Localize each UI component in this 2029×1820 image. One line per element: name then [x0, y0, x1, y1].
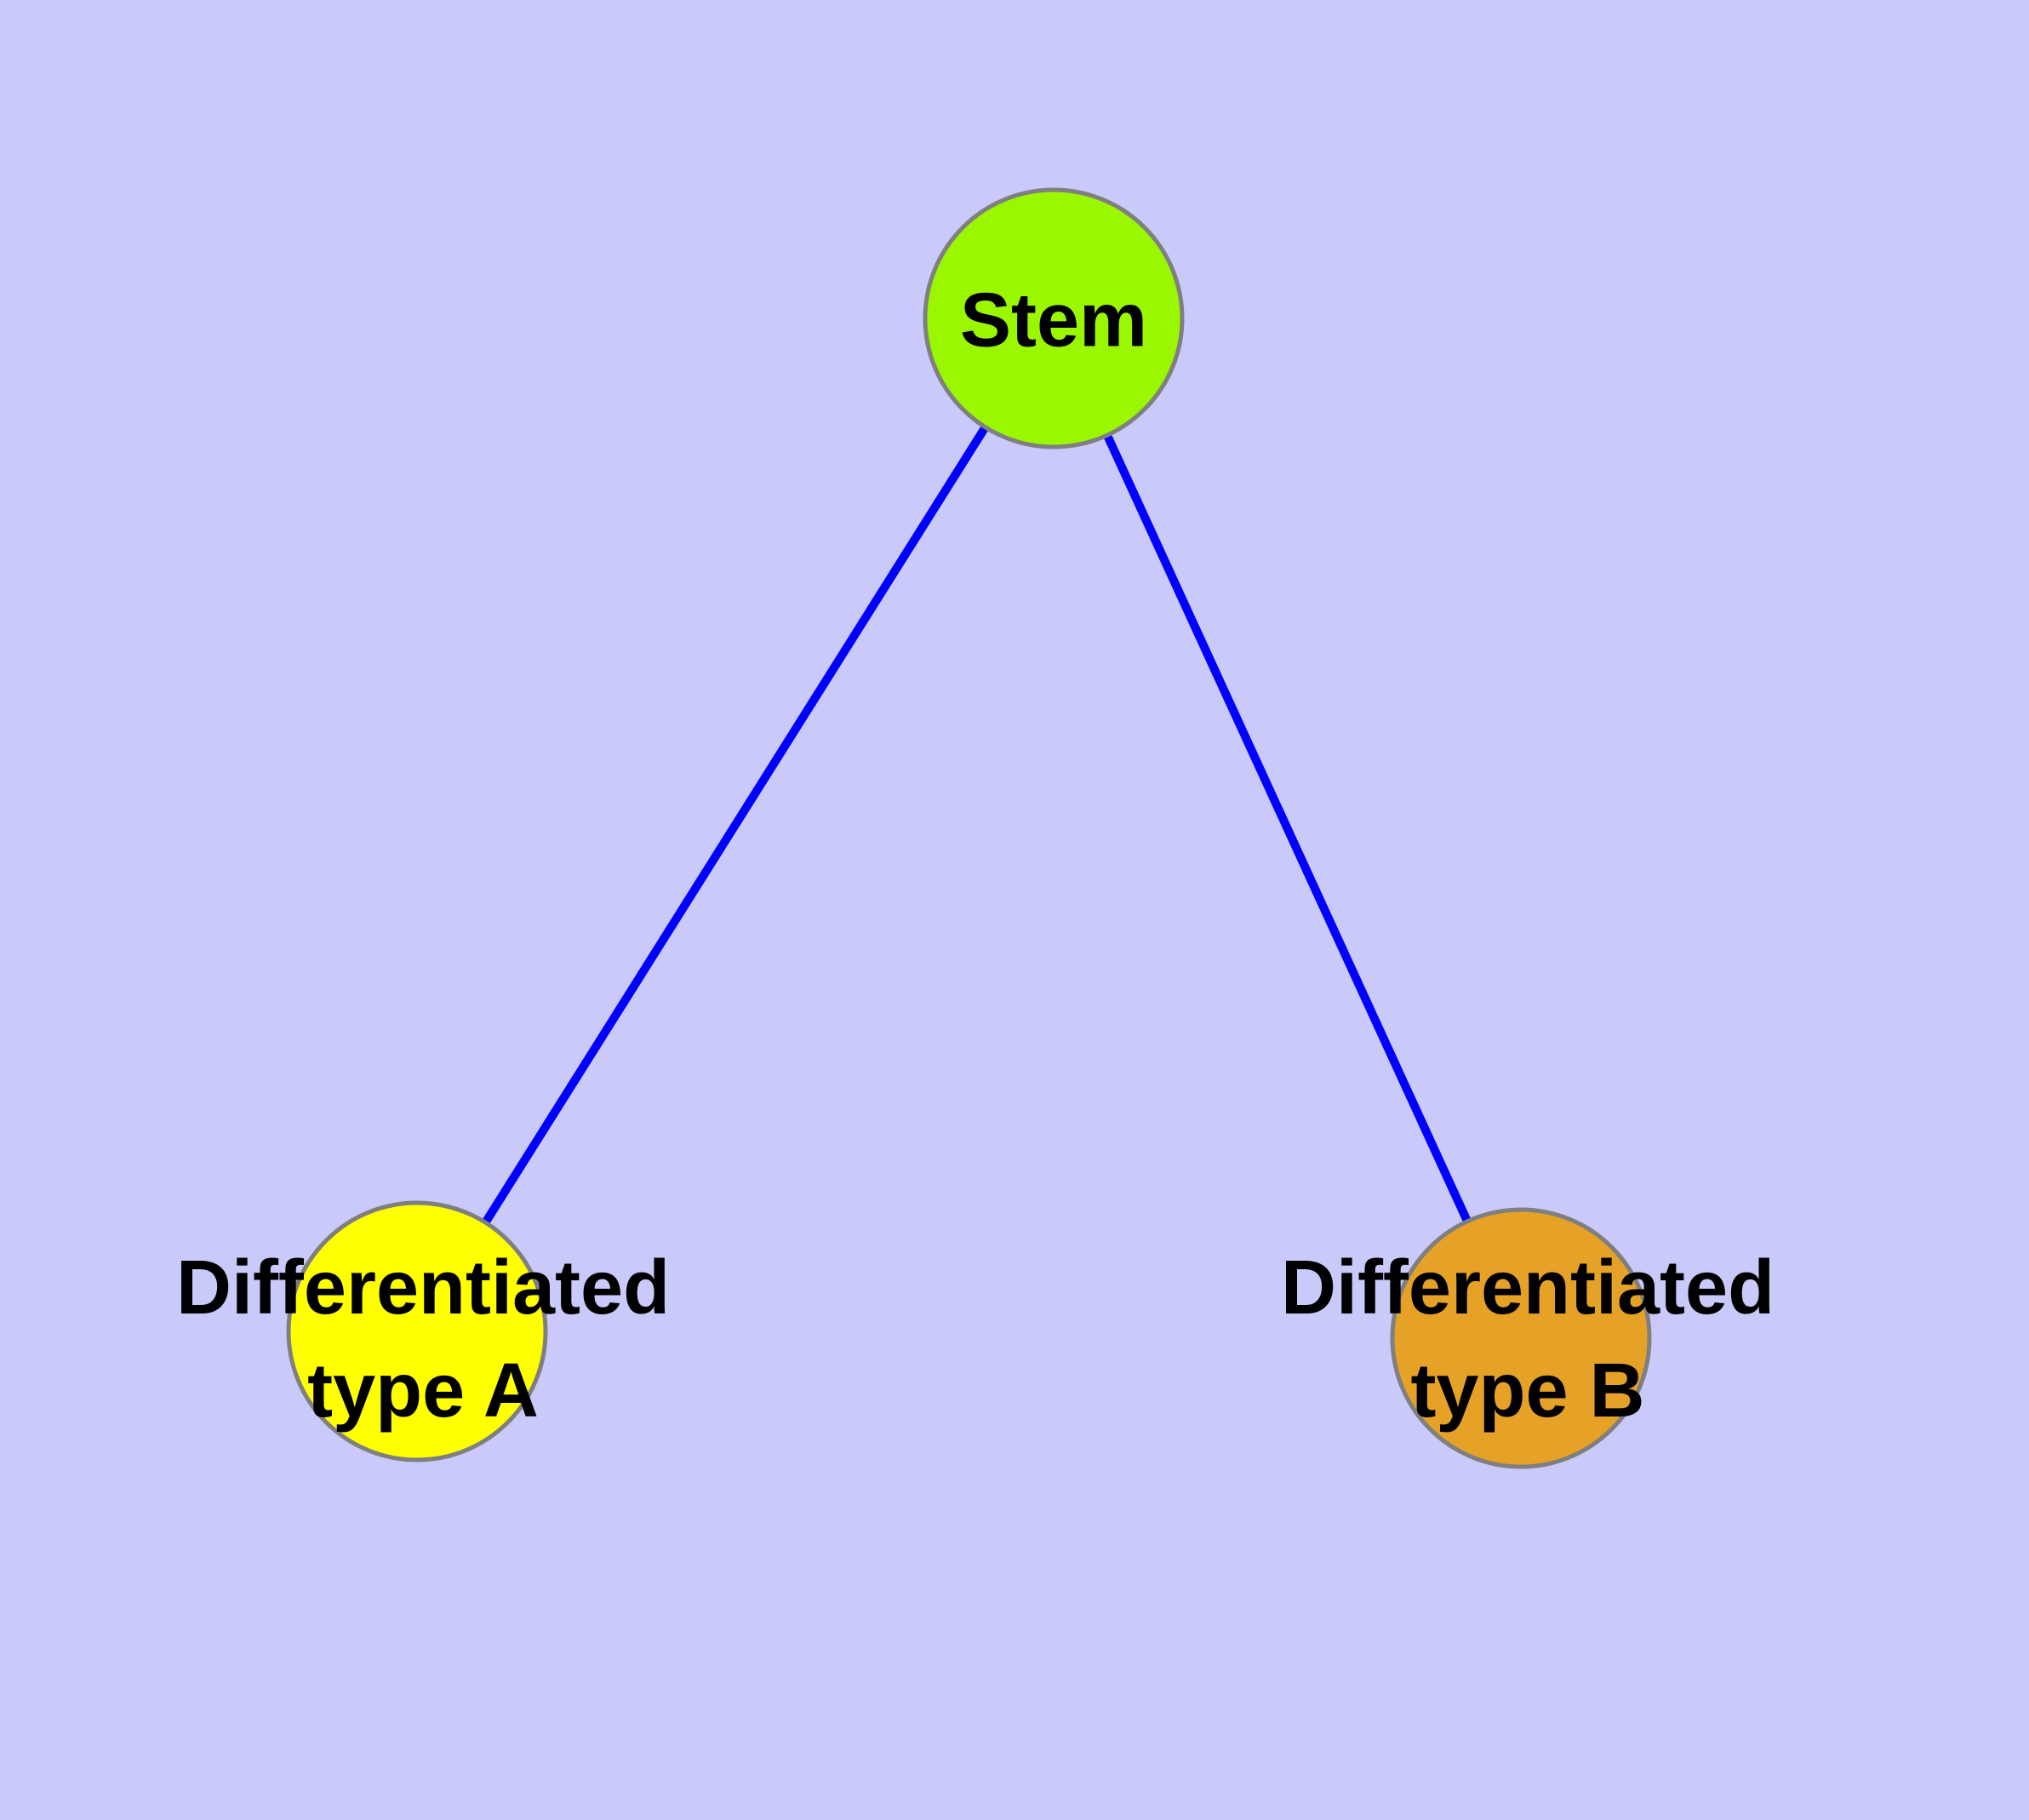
edge-stem-to-type-a	[413, 316, 1058, 1334]
node-differentiated-type-b-circle	[1390, 1207, 1652, 1469]
node-stem-circle	[923, 187, 1185, 449]
node-differentiated-type-a-circle	[286, 1200, 548, 1462]
edge-stem-to-type-b	[1049, 316, 1525, 1341]
